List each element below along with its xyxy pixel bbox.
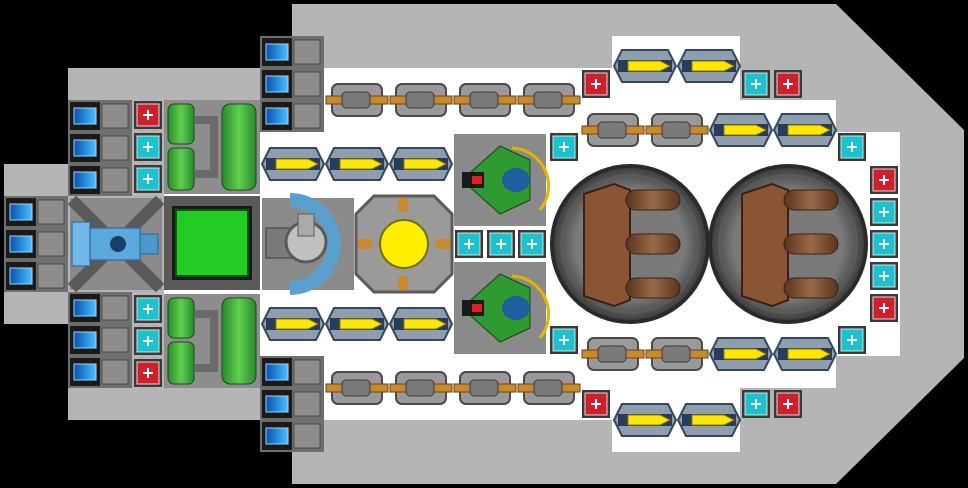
weapon-group[interactable] xyxy=(260,49,838,437)
shield-cell[interactable] xyxy=(455,230,483,258)
heavy-gun-turret-right[interactable] xyxy=(708,164,868,324)
missile-pod[interactable] xyxy=(260,147,326,181)
missile-pod[interactable] xyxy=(260,307,326,341)
thruster-module[interactable] xyxy=(68,164,132,196)
thruster-module[interactable] xyxy=(260,420,324,452)
missile-pod[interactable] xyxy=(676,403,742,437)
missile-pod[interactable] xyxy=(676,49,742,83)
fuel-tank-top[interactable] xyxy=(164,100,260,194)
shield-cell[interactable] xyxy=(550,133,578,161)
shield-cell[interactable] xyxy=(838,326,866,354)
missile-pod[interactable] xyxy=(772,113,838,147)
missile-pod[interactable] xyxy=(708,337,774,371)
missile-pod[interactable] xyxy=(612,403,678,437)
shield-cell[interactable] xyxy=(870,198,898,226)
shield-cell[interactable] xyxy=(487,230,515,258)
shield-cell[interactable] xyxy=(134,133,162,161)
missile-pod[interactable] xyxy=(612,49,678,83)
shield-cell[interactable] xyxy=(518,230,546,258)
missile-pod[interactable] xyxy=(324,307,390,341)
thruster-module[interactable] xyxy=(260,356,324,388)
auto-cannon[interactable] xyxy=(453,83,517,117)
armor-cell[interactable] xyxy=(774,390,802,418)
shield-cell[interactable] xyxy=(134,327,162,355)
shield-cell[interactable] xyxy=(870,262,898,290)
thruster-module[interactable] xyxy=(4,228,68,260)
thruster-module[interactable] xyxy=(68,100,132,132)
armor-cell[interactable] xyxy=(870,294,898,322)
missile-pod[interactable] xyxy=(708,113,774,147)
armor-cell[interactable] xyxy=(134,101,162,129)
drone-bay[interactable] xyxy=(262,193,354,295)
auto-cannon[interactable] xyxy=(325,371,389,405)
auto-cannon[interactable] xyxy=(581,337,645,371)
shield-cell[interactable] xyxy=(742,390,770,418)
thruster-block[interactable] xyxy=(4,36,324,452)
shield-cell[interactable] xyxy=(134,165,162,193)
shield-cell[interactable] xyxy=(134,295,162,323)
heavy-gun-turret-left[interactable] xyxy=(550,164,710,324)
armor-cell[interactable] xyxy=(134,359,162,387)
missile-launcher-top[interactable] xyxy=(454,134,551,226)
auto-cannon[interactable] xyxy=(453,371,517,405)
missile-pod[interactable] xyxy=(772,337,838,371)
thruster-module[interactable] xyxy=(260,100,324,132)
thruster-module[interactable] xyxy=(260,388,324,420)
thruster-module[interactable] xyxy=(68,292,132,324)
auto-cannon[interactable] xyxy=(517,371,581,405)
auto-cannon[interactable] xyxy=(645,113,709,147)
armor-cell[interactable] xyxy=(582,390,610,418)
thruster-module[interactable] xyxy=(68,324,132,356)
shield-cell[interactable] xyxy=(550,326,578,354)
missile-pod[interactable] xyxy=(388,307,454,341)
shield-cell[interactable] xyxy=(838,133,866,161)
auto-cannon[interactable] xyxy=(581,113,645,147)
armor-cell[interactable] xyxy=(774,70,802,98)
shield-cell[interactable] xyxy=(870,230,898,258)
auto-cannon[interactable] xyxy=(325,83,389,117)
thruster-module[interactable] xyxy=(4,260,68,292)
thruster-module[interactable] xyxy=(260,36,324,68)
missile-pod[interactable] xyxy=(388,147,454,181)
thruster-module[interactable] xyxy=(4,196,68,228)
auto-cannon[interactable] xyxy=(389,83,453,117)
armor-cell[interactable] xyxy=(870,166,898,194)
missile-launcher-bottom[interactable] xyxy=(454,262,551,354)
armor-cell[interactable] xyxy=(582,70,610,98)
shield-cell[interactable] xyxy=(742,70,770,98)
thruster-module[interactable] xyxy=(68,132,132,164)
missile-pod[interactable] xyxy=(324,147,390,181)
auto-cannon[interactable] xyxy=(645,337,709,371)
bridge-cockpit[interactable] xyxy=(164,196,260,290)
fuel-tank-bottom[interactable] xyxy=(164,294,260,388)
ion-engine[interactable] xyxy=(67,195,165,293)
thruster-module[interactable] xyxy=(260,68,324,100)
cell-group[interactable] xyxy=(134,70,898,418)
thruster-module[interactable] xyxy=(68,356,132,388)
auto-cannon[interactable] xyxy=(389,371,453,405)
auto-cannon[interactable] xyxy=(517,83,581,117)
power-reactor[interactable] xyxy=(354,194,454,294)
